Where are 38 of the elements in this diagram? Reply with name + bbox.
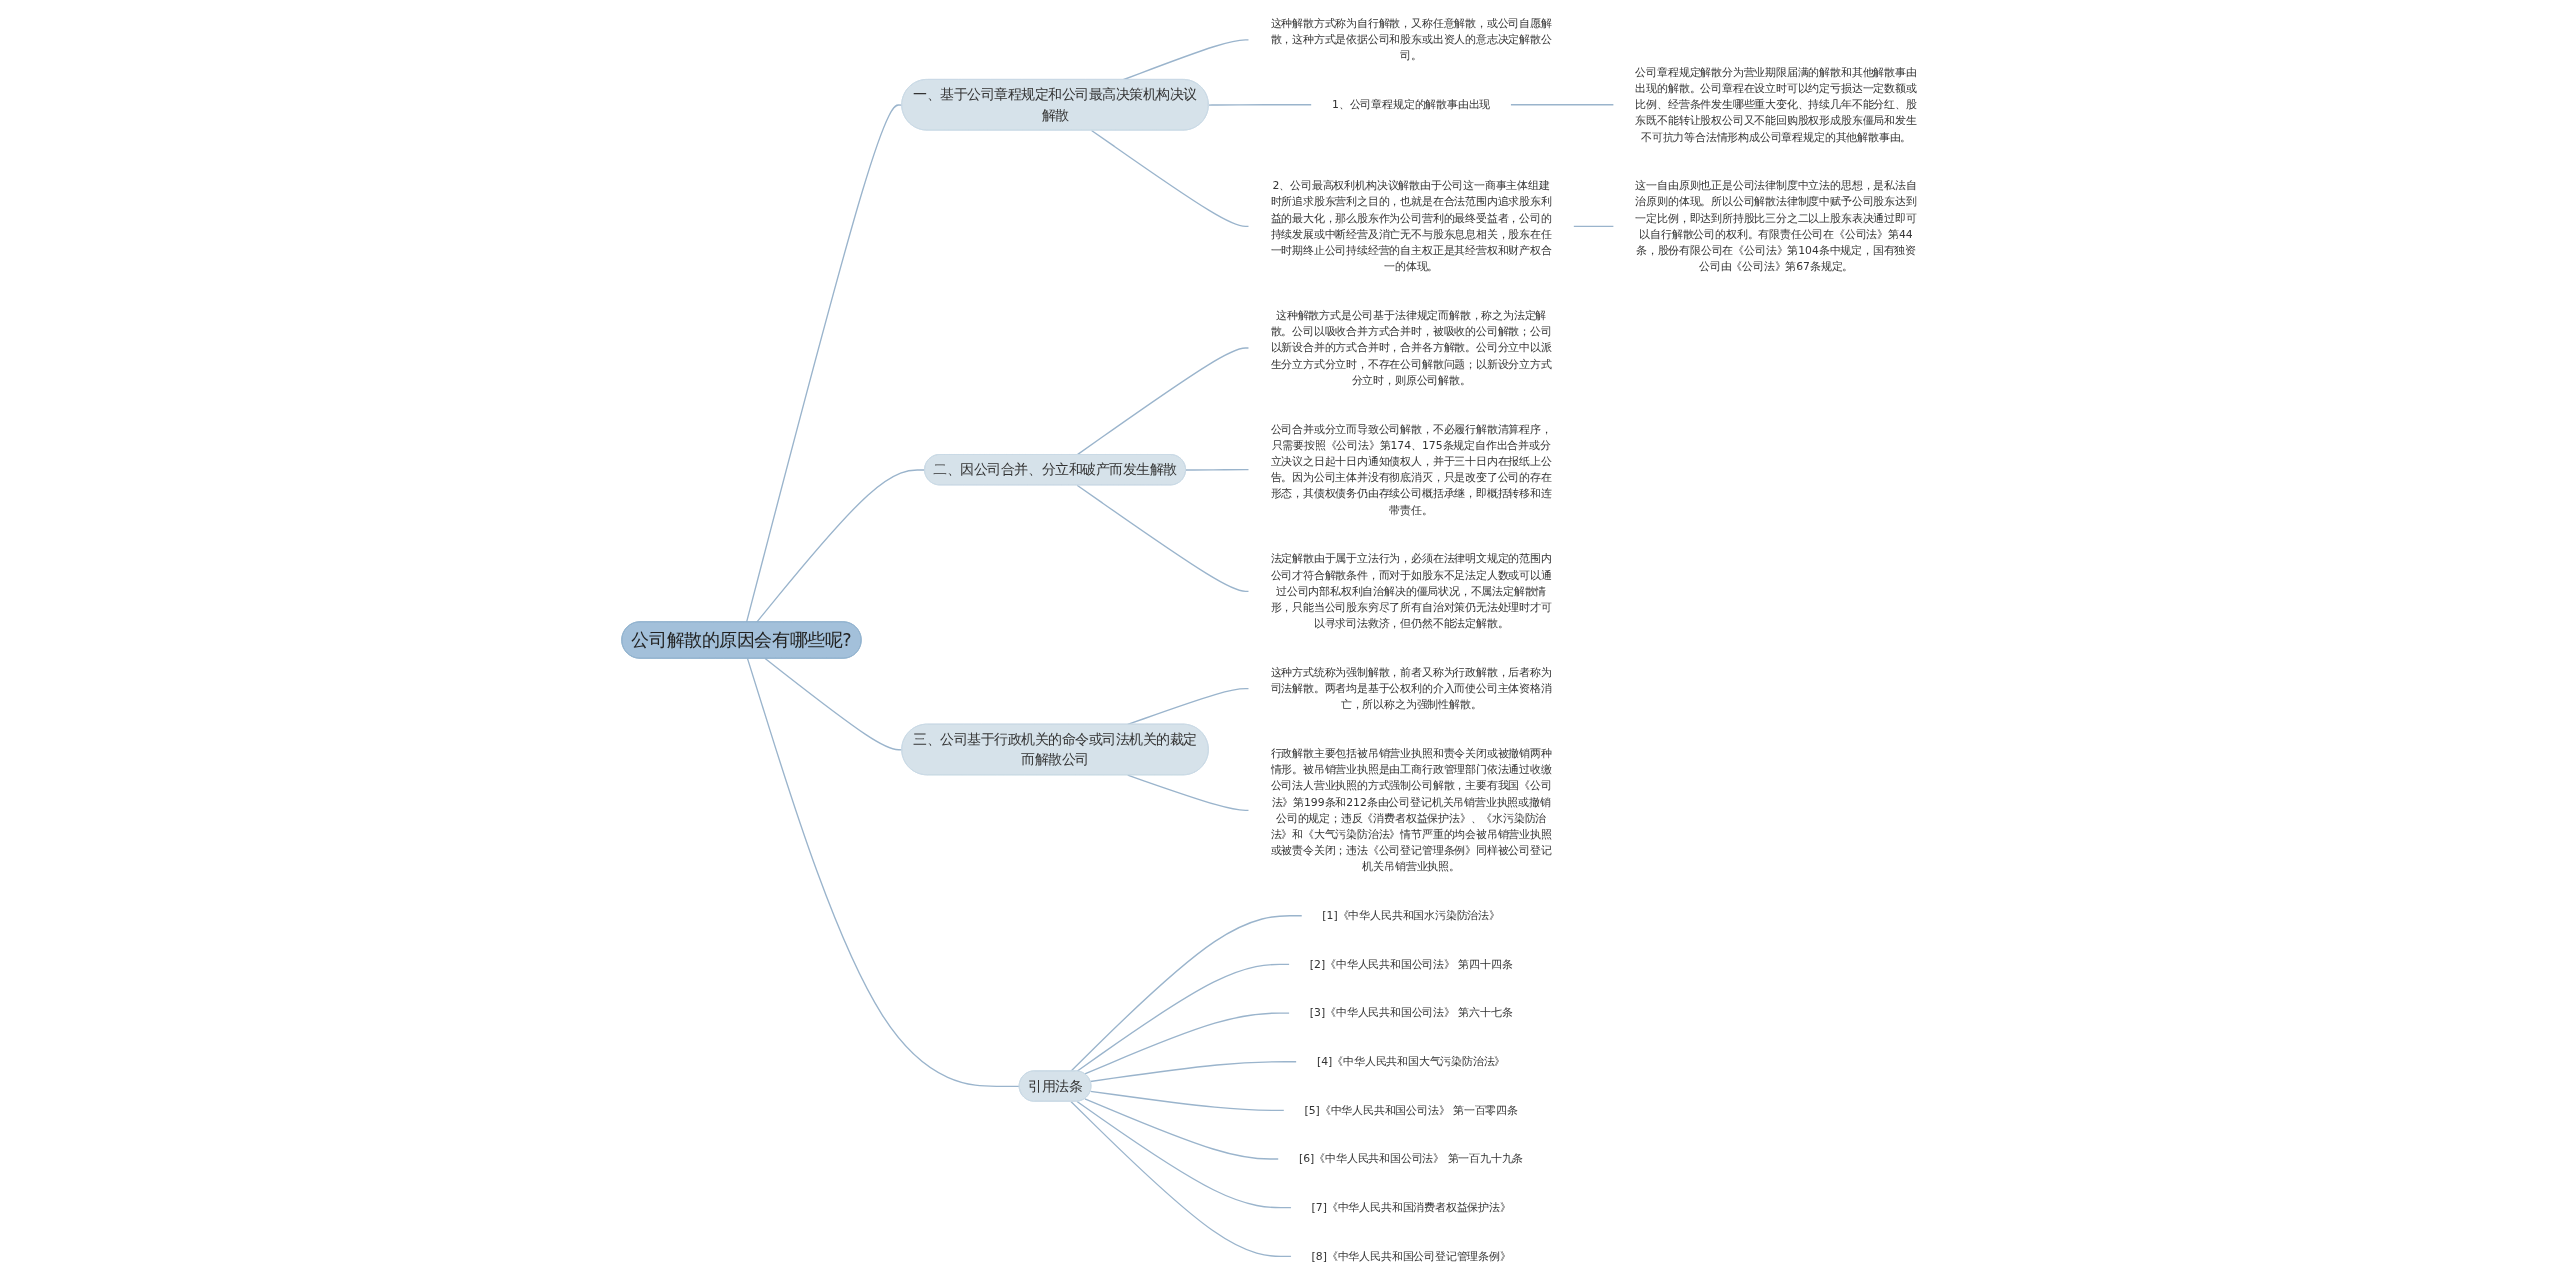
- node-text: [5]《中华人民共和国公司法》 第一百零四条: [1304, 1103, 1518, 1117]
- connector: [1070, 915, 1303, 1072]
- node-text: 公司章程规定解散分为营业期限届满的解散和其他解散事由出现的解散。公司章程在设立时可以约定亏损达一定数额或比例、经营条件发生哪些重大变化、持续几年不能分红、股东既不能转让股权公司又不能回购股权形成股东僵局和发生不可抗力等合法情形构成公司章程规定的其他解散事由。: [1635, 65, 1917, 144]
- node-text: [8]《中华人民共和国公司登记管理条例》: [1311, 1249, 1511, 1263]
- connector: [1208, 104, 1313, 106]
- connector: [1090, 129, 1250, 228]
- connector: [1089, 1090, 1285, 1112]
- connector: [1076, 963, 1291, 1072]
- connector: [1076, 347, 1250, 456]
- node-text: 这种方式统称为强制解散，前者又称为行政解散，后者称为司法解散。两者均是基于公权利的介入而使公司主体资格消亡，所以称之为强制性解散。: [1270, 665, 1552, 711]
- connector: [745, 104, 903, 623]
- node-text: [7]《中华人民共和国消费者权益保护法》: [1311, 1200, 1511, 1214]
- node-text: [3]《中华人民共和国公司法》 第六十七条: [1309, 1006, 1513, 1020]
- node-text: 这种解散方式称为自行解散，又称任意解散，或公司自愿解散，这种方式是依据公司和股东或出资人的意志决定解散公司。: [1270, 16, 1552, 63]
- node-text: 1、公司章程规定的解散事由出现: [1331, 97, 1491, 111]
- connector: [1572, 225, 1615, 228]
- connector: [1084, 1012, 1291, 1075]
- node-text: 行政解散主要包括被吊销营业执照和责令关闭或被撤销两种情形。被吊销营业执照是由工商行政管理部门依法通过收缴公司法人营业执照的方式强制公司解散，主要有我国《公司法》第199条和212条由公司登记机关吊销营业执照或撤销公司的规定；违反《消费者权益保护法》、《水污染防治法》和《大气污染防治法》情节严重的均会被吊销营业执照或被责令关闭；违法《公司登记管理条例》同样被公司登记机关吊销营业执照。: [1270, 746, 1552, 874]
- node-text: 这一自由原则也正是公司法律制度中立法的思想，是私法自治原则的体现。所以公司解散法律制度中赋予公司股东达到一定比例，即达到所持股比三分之二以上股东表决通过即可以自行解散公司的权利。有限责任公司在《公司法》第44条，股份有限公司在《公司法》第104条中规定，国有独资公司由《公司法》第67条规定。: [1635, 179, 1917, 274]
- connector: [1089, 1061, 1298, 1083]
- connector: [1070, 1100, 1292, 1258]
- connector: [1185, 469, 1250, 471]
- node-text: 法定解散由于属于立法行为，必须在法律明文规定的范围内公司才符合解散条件，而对于如股东不足法定人数或可以通过公司内部私权利自治解决的僵局状况，不属法定解散情形，只能当公司股东穷尽了所有自治对策仍无法处理时才可以寻求司法救济，但仍然不能法定解散。: [1270, 552, 1552, 630]
- node-text: 这种解散方式是公司基于法律规定而解散，称之为法定解散。公司以吸收合并方式合并时，被吸收的公司解散；公司以新设合并的方式合并时，合并各方解散。公司分立中以派生分立方式分立时，不存在公司解散问题；以新设分立方式分立时，则原公司解散。: [1270, 308, 1552, 387]
- connector: [746, 657, 1021, 1088]
- node-text: [2]《中华人民共和国公司法》 第四十四条: [1309, 957, 1513, 971]
- connector: [1076, 1100, 1292, 1209]
- connector: [1509, 104, 1615, 106]
- node-text: [6]《中华人民共和国公司法》 第一百九十九条: [1299, 1152, 1524, 1166]
- node-text: [1]《中华人民共和国水污染防治法》: [1322, 908, 1500, 922]
- node-text: [4]《中华人民共和国大气污染防治法》: [1316, 1054, 1506, 1068]
- connector: [1076, 484, 1250, 592]
- connector: [1084, 1098, 1280, 1160]
- connector: [756, 469, 926, 623]
- node-text: 2、公司最高权利机构决议解散由于公司这一商事主体组建时所追求股东营利之目的，也就是在合法范围内追求股东利益的最大化，那么股东作为公司营利的最终受益者，公司的持续发展或中断经营及消亡无不与股东息息相关，股东在任一时期终止公司持续经营的自主权正是其经营权和财产权合一的体现。: [1270, 179, 1552, 274]
- node-text: 公司合并或分立而导致公司解散，不必履行解散清算程序，只需要按照《公司法》第174、175条规定自作出合并或分立决议之日起十日内通知债权人，并于三十日内在报纸上公告。因为公司主体并没有彻底消灭，只是改变了公司的存在形态，其债权债务仍由存续公司概括承继，即概括转移和连带责任。: [1270, 422, 1552, 517]
- connector: [764, 657, 903, 751]
- connector: [1127, 774, 1250, 811]
